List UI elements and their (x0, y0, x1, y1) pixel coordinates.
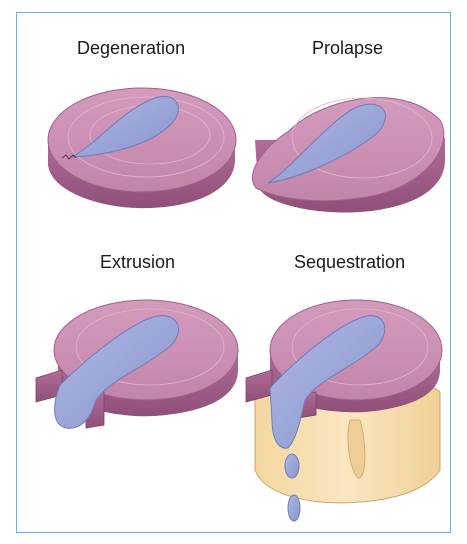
disc-degeneration (48, 88, 236, 208)
disc-sequestration (246, 300, 442, 521)
disc-prolapse (252, 98, 445, 213)
disc-extrusion (36, 300, 238, 428)
